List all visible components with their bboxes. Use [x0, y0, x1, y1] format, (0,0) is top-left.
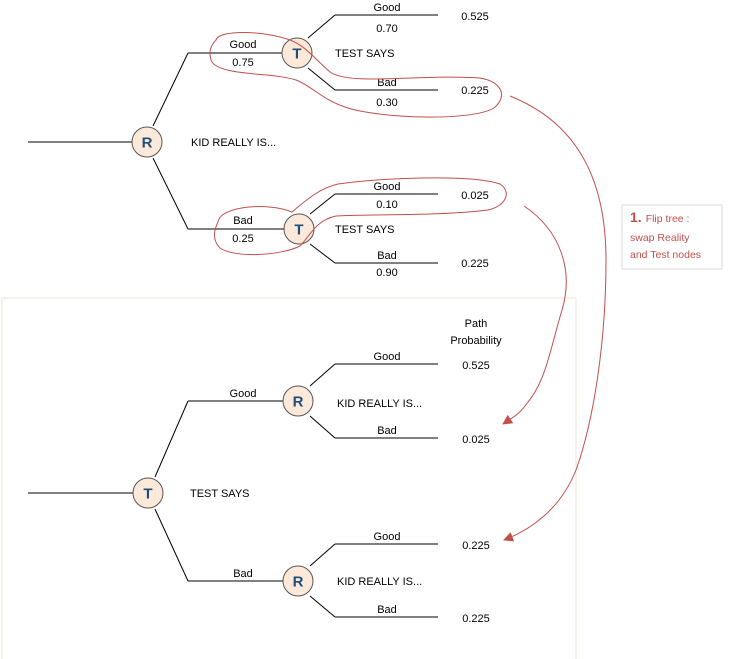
bottom-branch-good-label: Good — [230, 388, 257, 400]
bottom-leaf-line — [309, 595, 336, 618]
bottom-leaf-path-prob: 0.025 — [462, 434, 490, 446]
bottom-branch-good-line — [154, 400, 189, 478]
callout-box: 1. Flip tree : swap Reality and Test node… — [621, 204, 723, 270]
bottom-leaf-line — [309, 415, 336, 439]
top-test-node-good: T — [281, 37, 313, 69]
top-root-caption: KID REALLY IS... — [191, 137, 276, 149]
bottom-branch-bad-label: Bad — [233, 568, 253, 580]
svg-text:T: T — [143, 486, 152, 503]
top-leaf-line — [307, 14, 336, 39]
top-leaf-line — [309, 243, 336, 264]
svg-text:R: R — [293, 574, 304, 591]
annotation-loop-bad-branch — [214, 177, 507, 255]
top-branch-good-prob: 0.75 — [232, 57, 253, 69]
top-leaf-path-prob: 0.025 — [461, 190, 489, 202]
bottom-leaf-line — [309, 363, 336, 387]
bottom-tree-panel — [1, 297, 577, 659]
annotation-arrows — [502, 95, 607, 542]
svg-text:R: R — [293, 394, 304, 411]
callout-number: 1. — [630, 209, 642, 225]
top-leaf-path-prob: 0.225 — [461, 85, 489, 97]
bottom-root-caption: TEST SAYS — [190, 488, 250, 500]
annotation-loop-good-branch — [209, 32, 503, 118]
annotation-arrow-to-0225 — [503, 95, 607, 542]
top-leaf-line — [307, 67, 336, 91]
svg-text:R: R — [142, 135, 153, 152]
callout-line: Flip tree : — [646, 213, 690, 225]
top-leaf-line — [309, 193, 336, 215]
top-leaf-prob: 0.90 — [376, 267, 397, 279]
path-probability-header-line1: Path — [465, 318, 488, 330]
annotation-loops — [209, 32, 507, 255]
top-leaf-label: Good — [374, 2, 401, 14]
svg-text:T: T — [294, 222, 303, 239]
bottom-leaf-label: Good — [374, 351, 401, 363]
top-leaf-prob: 0.10 — [376, 199, 397, 211]
top-tree — [28, 14, 438, 264]
bottom-leaf-line — [309, 543, 336, 567]
top-leaf-path-prob: 0.225 — [461, 258, 489, 270]
path-probability-header-line2: Probability — [450, 335, 502, 347]
callout-first-line: 1. Flip tree : — [630, 209, 689, 225]
bottom-leaf-label: Good — [374, 531, 401, 543]
svg-text:T: T — [292, 46, 301, 63]
annotation-arrow-to-0025 — [502, 205, 567, 425]
bottom-leaf-path-prob: 0.525 — [462, 360, 490, 372]
top-leaf-prob: 0.30 — [376, 97, 397, 109]
top-leaf-path-prob: 0.525 — [461, 11, 489, 23]
callout-line: swap Reality — [630, 232, 690, 244]
bottom-reality-caption: KID REALLY IS... — [337, 398, 422, 410]
top-leaf-label: Good — [374, 181, 401, 193]
top-branch-bad-prob: 0.25 — [232, 233, 253, 245]
top-branch-good-line — [152, 52, 189, 127]
bottom-leaf-path-prob: 0.225 — [462, 540, 490, 552]
top-branch-bad-line — [152, 157, 189, 230]
callout-line: and Test nodes — [630, 249, 701, 261]
bottom-leaf-label: Bad — [377, 425, 397, 437]
top-branch-bad-label: Bad — [233, 215, 253, 227]
bottom-root-node: T — [132, 477, 164, 509]
top-test-caption: TEST SAYS — [335, 224, 395, 236]
bottom-branch-bad-line — [154, 508, 189, 582]
top-leaf-prob: 0.70 — [376, 23, 397, 35]
top-root-node: R — [131, 126, 163, 158]
top-leaf-label: Bad — [377, 250, 397, 262]
bottom-reality-node-good: R — [282, 385, 314, 417]
top-leaf-label: Bad — [377, 77, 397, 89]
bottom-leaf-label: Bad — [377, 604, 397, 616]
top-test-caption: TEST SAYS — [335, 48, 395, 60]
top-test-node-bad: T — [283, 213, 315, 245]
top-branch-good-label: Good — [230, 39, 257, 51]
bottom-leaf-path-prob: 0.225 — [462, 613, 490, 625]
bottom-reality-node-bad: R — [282, 565, 314, 597]
bottom-tree — [28, 363, 438, 618]
bottom-reality-caption: KID REALLY IS... — [337, 576, 422, 588]
